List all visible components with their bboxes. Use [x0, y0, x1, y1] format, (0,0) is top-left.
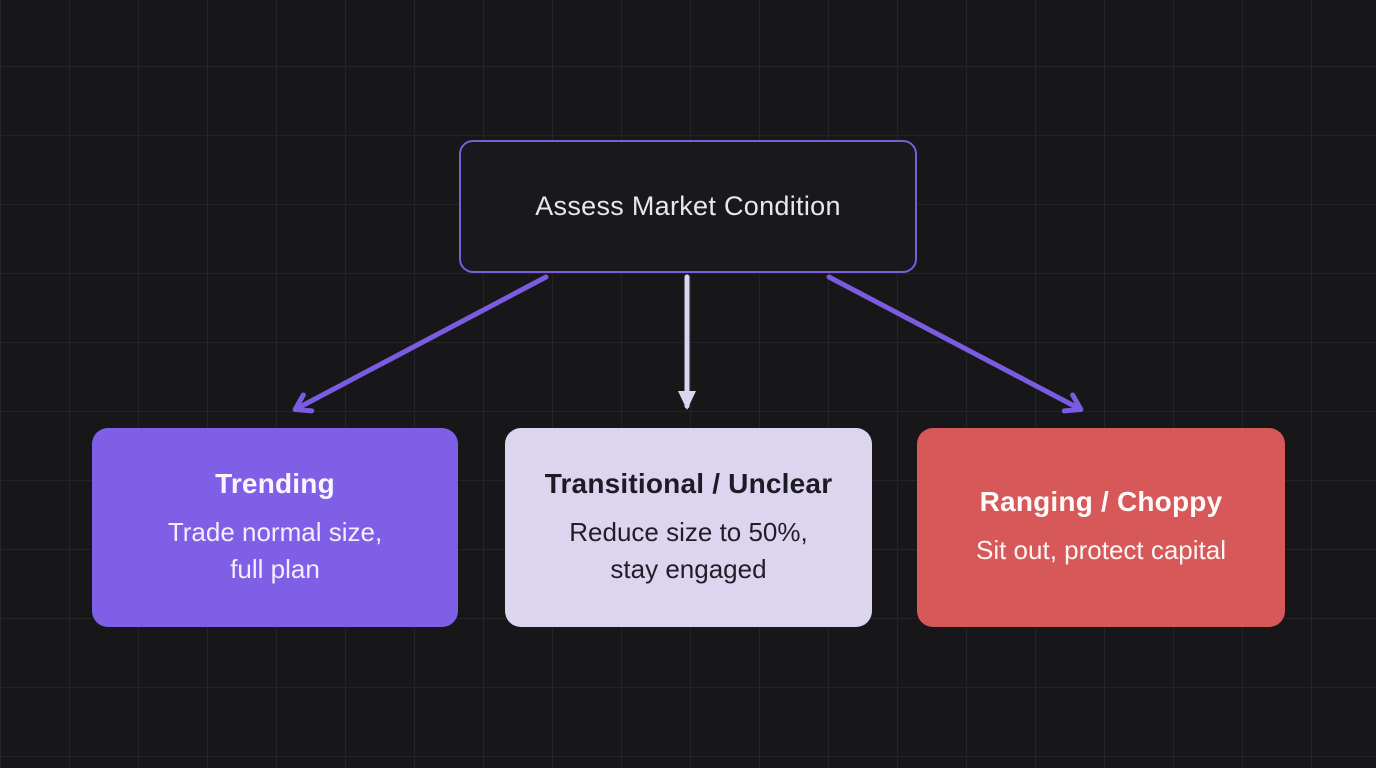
node-ranging-subtitle: Sit out, protect capital: [975, 535, 1227, 565]
node-trending[interactable]: Trending Trade normal size, full plan: [92, 428, 458, 627]
arrow-to-ranging: [826, 274, 1084, 414]
node-transitional-title: Transitional / Unclear: [544, 467, 833, 499]
node-transitional-subtitle: Reduce size to 50%, stay engaged: [569, 516, 808, 584]
node-ranging-title: Ranging / Choppy: [979, 486, 1223, 517]
node-assess-market-condition[interactable]: Assess Market Condition: [459, 140, 917, 273]
node-trending-subtitle: Trade normal size, full plan: [167, 516, 383, 584]
node-ranging-choppy[interactable]: Ranging / Choppy Sit out, protect capita…: [917, 428, 1285, 627]
arrow-to-trending: [292, 274, 549, 414]
root-node-label: Assess Market Condition: [535, 191, 841, 221]
node-transitional-unclear[interactable]: Transitional / Unclear Reduce size to 50…: [505, 428, 872, 627]
node-trending-title: Trending: [215, 467, 335, 499]
